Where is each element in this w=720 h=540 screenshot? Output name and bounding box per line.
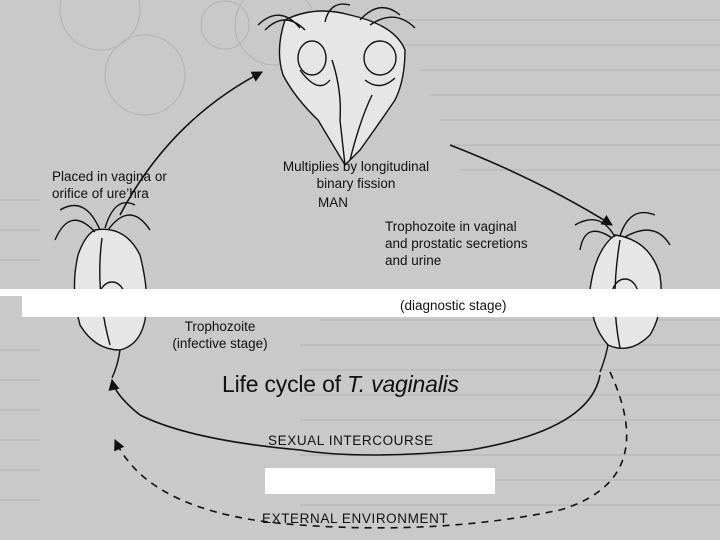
trophozoite-infective-label: Trophozoite (infective stage) — [172, 319, 268, 351]
placed-in-vagina-label: Placed in vagina or orifice of ure’hra — [52, 169, 167, 201]
redaction-bar — [0, 289, 720, 317]
arrow-sexual-intercourse — [108, 374, 601, 456]
lifecycle-arrows — [108, 71, 628, 529]
trophozoite-secretions-label: Trophozoite in vaginal and prostatic sec… — [385, 219, 528, 268]
background-page-texture — [0, 0, 720, 506]
host-label: MAN — [318, 195, 348, 210]
redaction-bar — [0, 296, 22, 322]
redaction-bar — [265, 468, 495, 494]
arrow-external-environment — [114, 371, 628, 529]
trophozoite-top-drawing — [257, 3, 416, 167]
external-environment-label: EXTERNAL ENVIRONMENT — [262, 511, 449, 526]
species-name: T. vaginalis — [347, 371, 459, 397]
diagnostic-stage-label: (diagnostic stage) — [400, 298, 507, 313]
arrow-multiplies-to-secretions — [449, 144, 613, 226]
multiplies-label: Multiplies by longitudinal binary fissio… — [282, 159, 430, 191]
arrow-placed-to-multiplies — [119, 71, 263, 216]
diagram-title: Life cycle of T. vaginalis — [222, 371, 459, 397]
sexual-intercourse-label: SEXUAL INTERCOURSE — [268, 433, 434, 448]
